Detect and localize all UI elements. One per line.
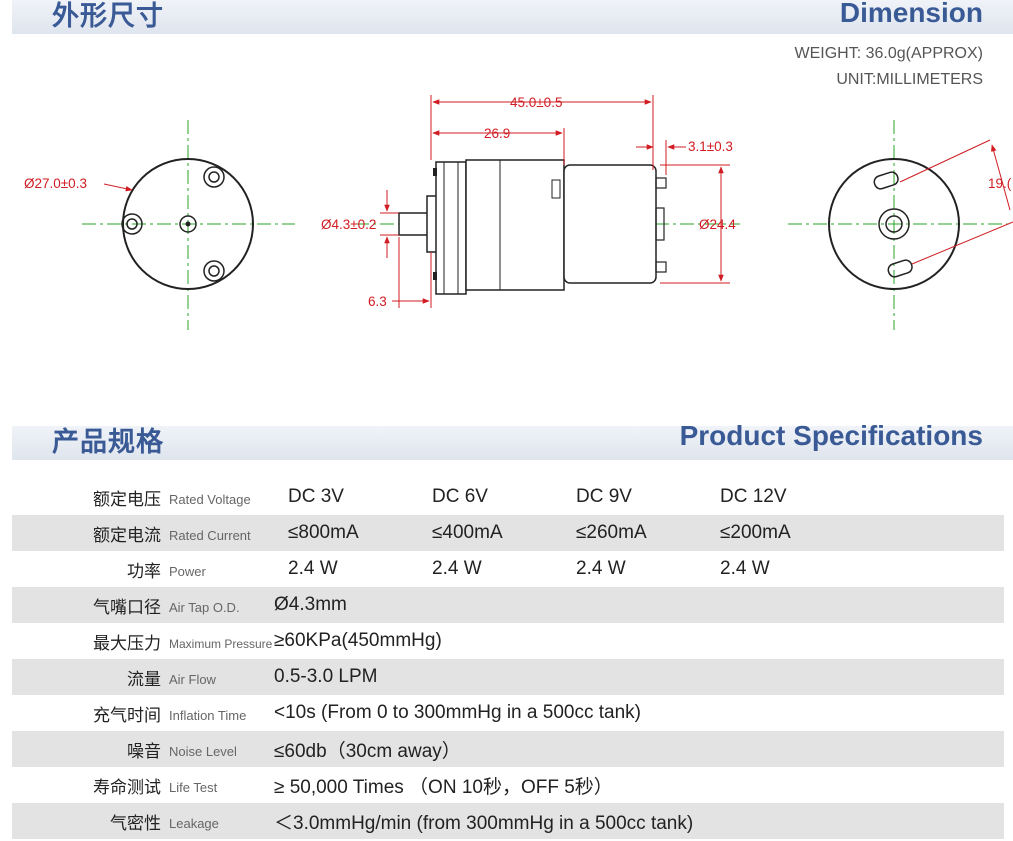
spec-label-cn: 额定电流 xyxy=(93,525,161,546)
tap-diameter-label: Ø4.3±0.2 xyxy=(321,217,376,232)
spec-label-cn: 气密性 xyxy=(110,813,161,834)
spec-value: 0.5-3.0 LPM xyxy=(274,659,1004,695)
spec-row-noise: 噪音 Noise Level ≤60db（30cm away） xyxy=(12,731,1004,767)
spec-label-en: Noise Level xyxy=(169,744,237,760)
spec-row-tap: 气嘴口径 Air Tap O.D. Ø4.3mm xyxy=(12,587,1004,623)
total-length-label: 45.0±0.5 xyxy=(510,95,562,110)
spec-label-cn: 流量 xyxy=(127,669,161,690)
spec-label-en: Leakage xyxy=(169,816,219,832)
spec-label-en: Maximum Pressure xyxy=(169,636,273,651)
spec-value: 2.4 W xyxy=(288,558,338,579)
spec-value: ≥60KPa(450mmHg) xyxy=(274,630,442,651)
screw-icon xyxy=(121,166,225,282)
tap-length-label: 6.3 xyxy=(368,294,387,309)
spec-label-en: Rated Voltage xyxy=(169,492,251,508)
spec-value: DC 12V xyxy=(720,486,787,507)
motor-diameter-label: Ø24.4 xyxy=(699,217,736,232)
spec-label-en: Power xyxy=(169,564,206,580)
spec-label-cn: 充气时间 xyxy=(93,705,161,726)
front-view: Ø27.0±0.3 xyxy=(24,120,295,330)
spec-value: DC 6V xyxy=(432,486,488,507)
spec-label-cn: 功率 xyxy=(127,561,161,582)
spec-value: DC 9V xyxy=(576,486,632,507)
back-partial-label: 19.( xyxy=(988,176,1012,191)
outer-diameter-label: Ø27.0±0.3 xyxy=(24,176,87,191)
spec-label-cn: 额定电压 xyxy=(93,489,161,510)
spec-value: ≤260mA xyxy=(576,515,720,551)
spec-value: Ø4.3mm xyxy=(274,587,1004,623)
spec-label-cn: 噪音 xyxy=(127,741,161,762)
spec-row-inflation: 充气时间 Inflation Time <10s (From 0 to 300mm… xyxy=(12,695,1004,731)
spec-value: <10s (From 0 to 300mmHg in a 500cc tank) xyxy=(274,702,641,723)
dimension-title-cn: 外形尺寸 xyxy=(52,1,164,32)
back-view: 19.( xyxy=(788,120,1013,330)
spec-value: ＜3.0mmHg/min (from 300mmHg in a 500cc ta… xyxy=(274,803,1004,839)
spec-value: ≤400mA xyxy=(432,515,576,551)
spec-label-en: Air Flow xyxy=(169,672,216,688)
spec-label-en: Air Tap O.D. xyxy=(169,600,240,616)
spec-value: ≤200mA xyxy=(720,515,864,551)
spec-row-flow: 流量 Air Flow 0.5-3.0 LPM xyxy=(12,659,1004,695)
body-length-label: 26.9 xyxy=(484,126,510,141)
spec-value: ≤60db（30cm away） xyxy=(274,731,1004,767)
spec-label-cn: 寿命测试 xyxy=(93,777,161,798)
spec-value: ≥ 50,000 Times （ON 10秒，OFF 5秒） xyxy=(274,776,613,798)
spec-row-life: 寿命测试 Life Test ≥ 50,000 Times （ON 10秒，OFF… xyxy=(12,767,1004,803)
spec-value: 2.4 W xyxy=(576,558,626,579)
spec-label-en: Rated Current xyxy=(169,528,251,544)
spec-title-en: Product Specifications xyxy=(679,420,983,451)
spec-value: 2.4 W xyxy=(720,558,770,579)
spec-label-en: Life Test xyxy=(169,780,218,796)
spec-header-bar xyxy=(12,426,1013,460)
spec-table: 额定电压 Rated Voltage DC 3V DC 6V DC 9V DC 1… xyxy=(12,479,1004,839)
spec-row-power: 功率 Power 2.4 W 2.4 W 2.4 W 2.4 W xyxy=(12,551,1004,587)
unit-note: UNIT:MILLIMETERS xyxy=(836,71,983,88)
spec-row-leakage: 气密性 Leakage ＜3.0mmHg/min (from 300mmHg in… xyxy=(12,803,1004,839)
side-view: 45.0±0.5 26.9 3.1±0.3 Ø4.3±0.2 Ø24.4 6.3 xyxy=(321,95,740,309)
spec-title-cn: 产品规格 xyxy=(52,427,164,458)
terminal-gap-label: 3.1±0.3 xyxy=(688,139,733,154)
spec-row-current: 额定电流 Rated Current ≤800mA ≤400mA ≤260mA ≤… xyxy=(12,515,1004,551)
spec-label-cn: 气嘴口径 xyxy=(93,597,161,618)
dimension-title-en: Dimension xyxy=(839,0,983,28)
spec-row-voltage: 额定电压 Rated Voltage DC 3V DC 6V DC 9V DC 1… xyxy=(12,479,1004,515)
weight-note: WEIGHT: 36.0g(APPROX) xyxy=(794,45,984,62)
spec-row-pressure: 最大压力 Maximum Pressure ≥60KPa(450mmHg) xyxy=(12,623,1004,659)
dimension-drawing: Ø27.0±0.3 45.0±0.5 26.9 3.1±0.3 xyxy=(24,95,1013,330)
dimension-header-bar xyxy=(12,0,1013,34)
spec-value: DC 3V xyxy=(288,486,344,507)
spec-label-cn: 最大压力 xyxy=(93,633,161,654)
spec-value: 2.4 W xyxy=(432,558,482,579)
spec-label-en: Inflation Time xyxy=(169,708,247,724)
spec-value: ≤800mA xyxy=(274,515,432,551)
